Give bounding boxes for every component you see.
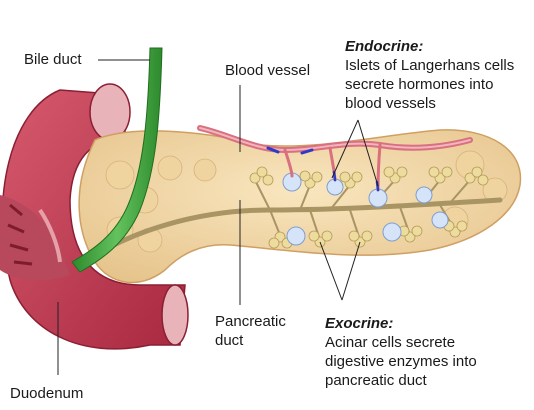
exocrine-line-2: digestive enzymes into (325, 353, 477, 370)
leader-lines (57, 59, 379, 375)
endocrine-label: Endocrine: Islets of Langerhans cells se… (345, 37, 514, 113)
acinar-clusters (249, 166, 489, 249)
blood-vessel-label: Blood vessel (225, 61, 310, 80)
exocrine-line-1: Acinar cells secrete (325, 334, 456, 351)
duodenum-text: Duodenum (10, 385, 84, 402)
duodenum-label: Duodenum (10, 384, 83, 403)
duodenum (0, 83, 189, 350)
bile-duct-label: Bile duct (24, 50, 82, 69)
blood-vessel (197, 125, 473, 192)
endocrine-line-2: secrete hormones into (345, 76, 494, 93)
endocrine-line-3: blood vessels (345, 95, 436, 112)
blood-vessel-text: Blood vessel (225, 62, 311, 79)
exocrine-title: Exocrine: (325, 315, 394, 332)
pancreatic-duct-label: Pancreatic duct (215, 312, 286, 350)
bile-duct-text: Bile duct (24, 51, 82, 68)
endocrine-title: Endocrine: (345, 38, 424, 55)
islets-of-langerhans (282, 172, 449, 246)
pancreatic-duct-line-1: Pancreatic (215, 313, 286, 330)
exocrine-label: Exocrine: Acinar cells secrete digestive… (325, 314, 477, 390)
exocrine-line-3: pancreatic duct (325, 372, 427, 389)
pancreatic-duct-line-2: duct (215, 332, 244, 349)
bile-duct (71, 47, 163, 273)
endocrine-line-1: Islets of Langerhans cells (345, 57, 515, 74)
